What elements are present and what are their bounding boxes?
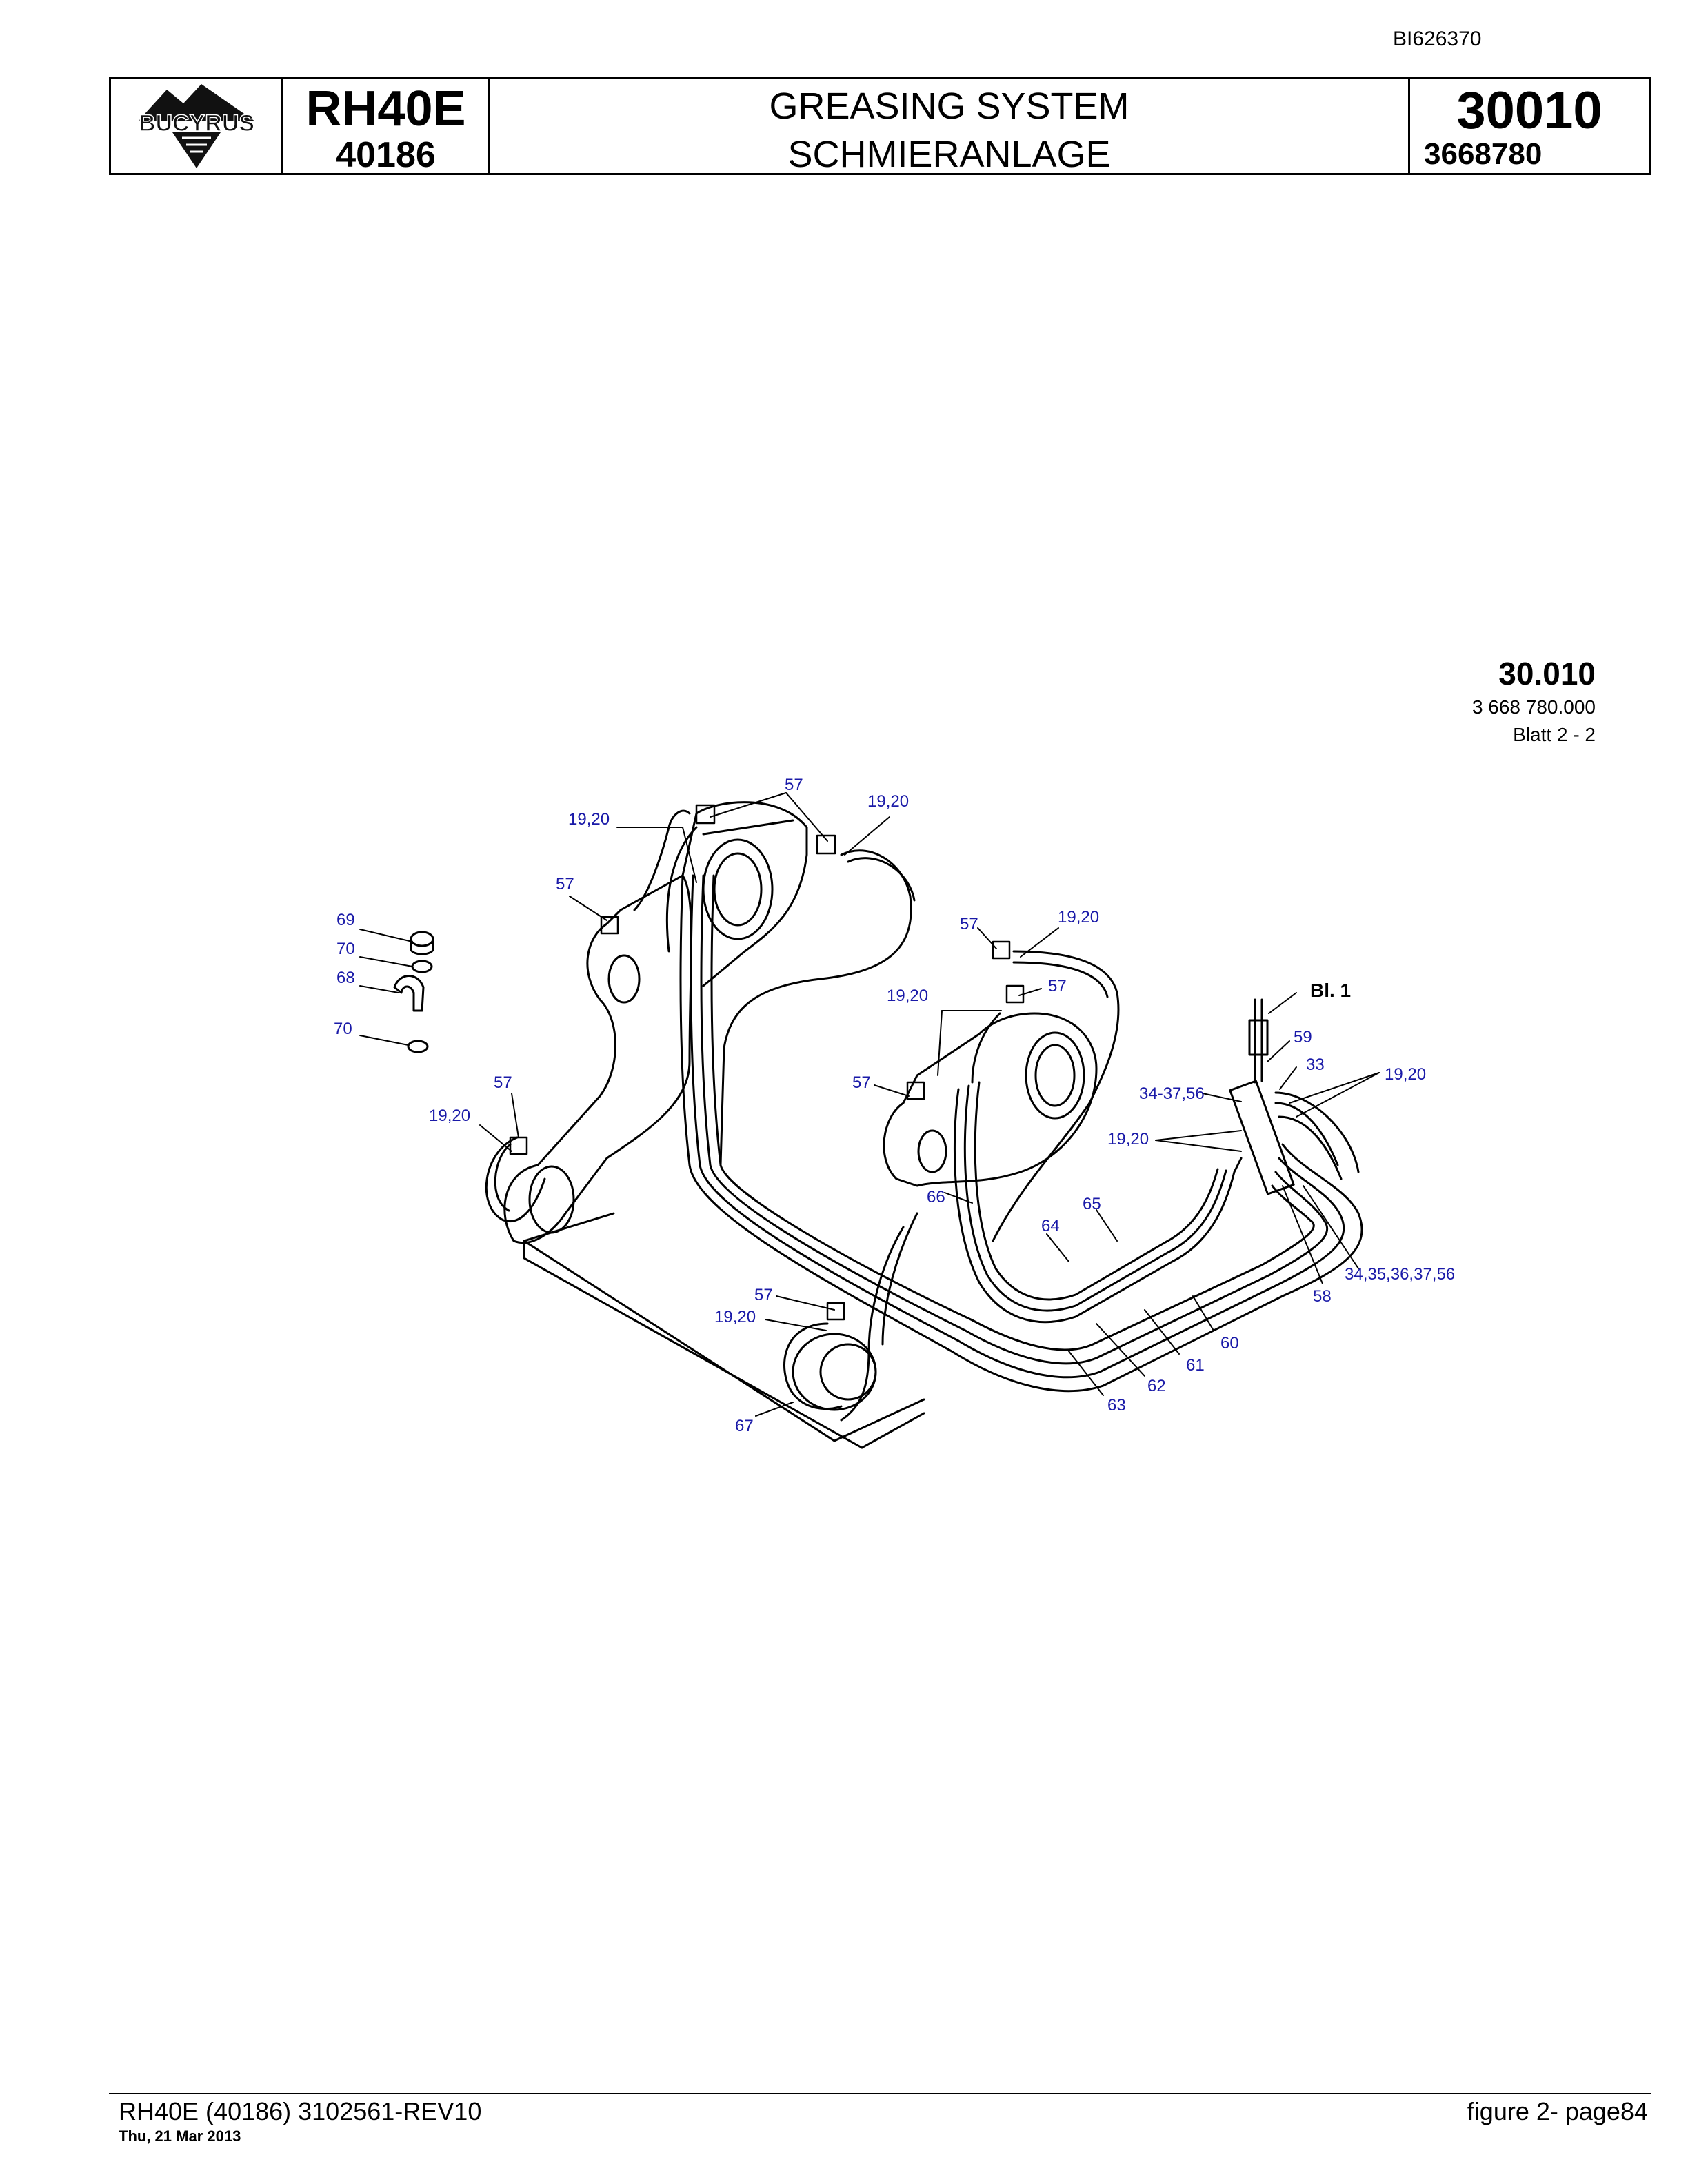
document-id: BI626370 xyxy=(1393,28,1482,50)
fitting-57-center xyxy=(1005,984,1025,1004)
footer-date: Thu, 21 Mar 2013 xyxy=(119,2127,241,2145)
serial-number: 40186 xyxy=(336,135,436,175)
washer-70-b xyxy=(407,1040,429,1053)
callout-57-mid: 57 xyxy=(960,915,978,933)
callout-59: 59 xyxy=(1294,1028,1312,1046)
callout-34-35-36-37-56: 34,35,36,37,56 xyxy=(1345,1265,1455,1284)
left-hose-loop xyxy=(485,1136,546,1223)
clamp-68 xyxy=(393,975,425,1012)
callout-33: 33 xyxy=(1306,1055,1325,1074)
callout-68: 68 xyxy=(336,969,355,987)
center-bracket xyxy=(883,1012,1098,1187)
bottom-hoses xyxy=(783,1212,918,1422)
callout-63: 63 xyxy=(1107,1396,1126,1415)
callout-57-center-left: 57 xyxy=(852,1073,871,1092)
fitting-57-top xyxy=(695,804,716,825)
callout-57-center: 57 xyxy=(1048,977,1067,995)
callout-58: 58 xyxy=(1313,1287,1332,1306)
part-number-cell: 30010 3668780 xyxy=(1410,79,1649,173)
upper-bracket xyxy=(681,801,808,987)
grease-line-inner xyxy=(953,1081,1243,1324)
callout-62: 62 xyxy=(1147,1377,1166,1395)
fittings xyxy=(509,804,1025,1321)
base-plate xyxy=(523,1212,925,1449)
callout-19-20-right: 19,20 xyxy=(1385,1065,1426,1084)
distributor-valve xyxy=(1229,998,1360,1195)
loose-parts xyxy=(393,931,434,1053)
callout-sheet-1: Bl. 1 xyxy=(1310,980,1351,1001)
model-name: RH40E xyxy=(305,81,466,136)
fitting-57-bottom xyxy=(826,1302,845,1321)
page-subtitle: SCHMIERANLAGE xyxy=(787,134,1111,175)
sheet-label: Blatt 2 - 2 xyxy=(1513,724,1596,745)
callout-64: 64 xyxy=(1041,1217,1060,1235)
callout-66: 66 xyxy=(927,1188,945,1206)
model-cell: RH40E 40186 xyxy=(283,79,490,175)
title-cell: GREASING SYSTEM SCHMIERANLAGE xyxy=(490,79,1410,175)
footer-page-ref: figure 2- page84 xyxy=(1467,2097,1648,2125)
bottom-eye xyxy=(792,1333,877,1411)
callout-19-20-top-right: 19,20 xyxy=(867,792,909,811)
callout-57-bottom: 57 xyxy=(754,1286,773,1304)
brand-logo-cell: BUCYRUS xyxy=(111,79,283,173)
fitting-57-mid xyxy=(992,940,1011,960)
fitting-57-center-left xyxy=(906,1081,925,1100)
callout-19-20-left: 19,20 xyxy=(429,1106,470,1125)
sheet-reference: 30.010 3 668 780.000 Blatt 2 - 2 xyxy=(1472,655,1596,746)
fitting-57-right xyxy=(816,834,836,855)
callout-57-top: 57 xyxy=(785,776,803,794)
footer-document-ref: RH40E (40186) 3102561-REV10 xyxy=(119,2097,482,2125)
callout-70-a: 70 xyxy=(336,940,355,958)
upper-hoses xyxy=(633,809,1120,1242)
logo-wordmark: BUCYRUS xyxy=(138,110,254,136)
callout-69: 69 xyxy=(336,911,355,929)
callout-34-37-56: 34-37,56 xyxy=(1139,1084,1205,1103)
grease-line-bundle xyxy=(679,874,1363,1393)
callout-19-20-valve: 19,20 xyxy=(1107,1130,1149,1149)
washer-70-a xyxy=(411,960,433,973)
section-number: 30010 xyxy=(1456,81,1602,140)
callout-65: 65 xyxy=(1083,1195,1101,1213)
callout-57-left: 57 xyxy=(494,1073,512,1092)
callout-70-b: 70 xyxy=(334,1020,352,1038)
callout-19-20-top-left: 19,20 xyxy=(568,810,610,829)
group-number: 30.010 xyxy=(1498,656,1596,691)
bucyrus-logo: BUCYRUS xyxy=(137,84,255,168)
page-title: GREASING SYSTEM xyxy=(769,85,1129,127)
footer-divider xyxy=(109,2093,1651,2094)
callout-60: 60 xyxy=(1220,1334,1239,1353)
leader-lines xyxy=(359,792,1380,1417)
drawing-number: 3 668 780.000 xyxy=(1471,696,1596,718)
callout-19-20-bottom: 19,20 xyxy=(714,1308,756,1326)
callout-57-mid-left: 57 xyxy=(556,875,574,893)
callout-67: 67 xyxy=(735,1417,754,1435)
left-bracket xyxy=(503,874,692,1244)
callout-61: 61 xyxy=(1186,1356,1205,1375)
fitting-57-mid-left xyxy=(600,916,619,935)
title-block: BUCYRUS RH40E 40186 GREASING SYSTEM SCHM… xyxy=(109,77,1651,175)
callout-19-20-mid: 19,20 xyxy=(1058,908,1099,927)
part-number: 3668780 xyxy=(1424,137,1543,171)
callout-19-20-center: 19,20 xyxy=(887,987,928,1005)
nut-69 xyxy=(410,931,434,947)
